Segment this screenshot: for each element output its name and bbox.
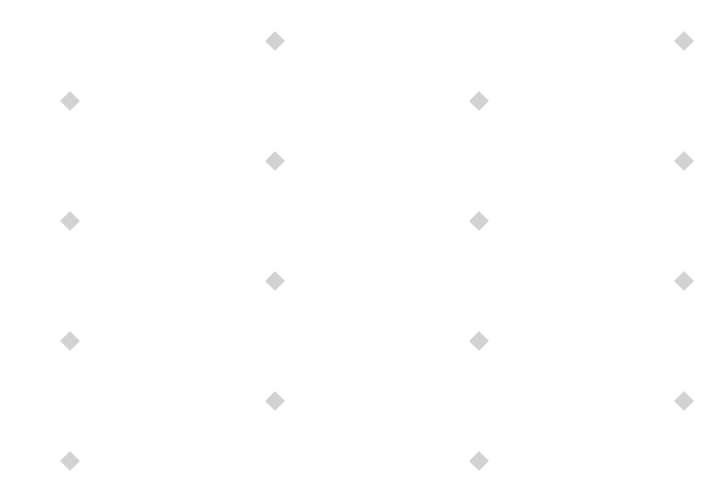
diamond-icon bbox=[469, 91, 489, 111]
diamond-icon bbox=[674, 31, 694, 51]
diamond-icon bbox=[60, 331, 80, 351]
diamond-icon bbox=[265, 151, 285, 171]
diamond-icon bbox=[674, 271, 694, 291]
diamond-icon bbox=[674, 151, 694, 171]
diamond-icon bbox=[60, 91, 80, 111]
diamond-icon bbox=[674, 391, 694, 411]
diamond-icon bbox=[60, 211, 80, 231]
diamond-icon bbox=[469, 451, 489, 471]
diamond-icon bbox=[265, 391, 285, 411]
diamond-icon bbox=[469, 211, 489, 231]
diamond-icon bbox=[265, 31, 285, 51]
diamond-icon bbox=[469, 331, 489, 351]
diamond-icon bbox=[60, 451, 80, 471]
diamond-icon bbox=[265, 271, 285, 291]
